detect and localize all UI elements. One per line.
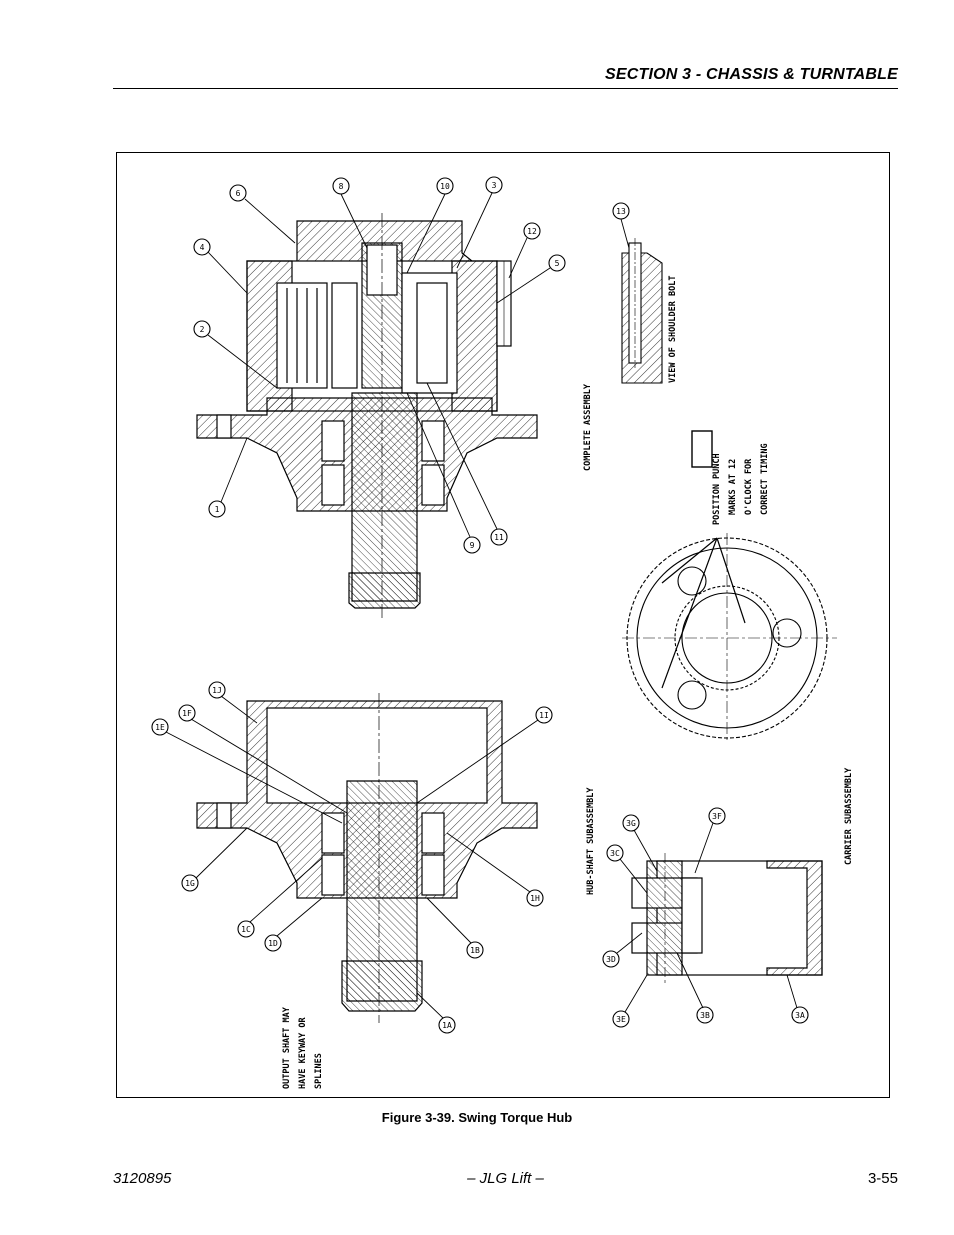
callout-1: 1 xyxy=(215,505,220,514)
swing-torque-hub-drawing: COMPLETE ASSEMBLY VIEW OF SHOULDER BOLT … xyxy=(151,176,854,1089)
callout-1H: 1H xyxy=(530,894,540,903)
callout-1A: 1A xyxy=(442,1021,452,1030)
page-header: SECTION 3 - CHASSIS & TURNTABLE xyxy=(113,64,898,89)
section-title: SECTION 3 - CHASSIS & TURNTABLE xyxy=(604,66,898,83)
note-output-shaft-2: HAVE KEYWAY OR xyxy=(298,1016,308,1089)
note-position-punch-1: POSITION PUNCH xyxy=(712,453,722,525)
note-complete-assembly: COMPLETE ASSEMBLY xyxy=(583,383,593,471)
callout-3A: 3A xyxy=(795,1011,805,1020)
doc-number: 3120895 xyxy=(113,1170,172,1187)
callout-4: 4 xyxy=(200,243,205,252)
callout-12: 12 xyxy=(527,227,537,236)
note-view-shoulder-bolt: VIEW OF SHOULDER BOLT xyxy=(668,276,678,383)
note-hub-shaft: HUB-SHAFT SUBASSEMBLY xyxy=(586,787,596,895)
callout-3E: 3E xyxy=(616,1015,626,1024)
callout-circles xyxy=(151,176,809,1034)
complete-assembly-view xyxy=(196,213,538,618)
callout-3: 3 xyxy=(492,181,497,190)
carrier-timing-view xyxy=(622,430,837,743)
callout-10: 10 xyxy=(440,182,450,191)
callout-8: 8 xyxy=(339,182,344,191)
callout-3G: 3G xyxy=(626,819,636,828)
figure-caption: Figure 3-39. Swing Torque Hub xyxy=(381,1110,573,1125)
callout-3F: 3F xyxy=(712,812,722,821)
callout-3D: 3D xyxy=(606,955,616,964)
callout-1E: 1E xyxy=(155,723,165,732)
callout-1J: 1J xyxy=(212,686,222,695)
callout-1B: 1B xyxy=(470,946,480,955)
callout-9: 9 xyxy=(470,541,475,550)
carrier-subassembly-view xyxy=(631,853,823,983)
callout-3B: 3B xyxy=(700,1011,710,1020)
figure-frame: COMPLETE ASSEMBLY VIEW OF SHOULDER BOLT … xyxy=(116,152,890,1098)
shoulder-bolt-view xyxy=(621,238,663,384)
page-footer: 3120895 – JLG Lift – 3-55 xyxy=(113,1170,898,1190)
note-position-punch-2: MARKS AT 12 xyxy=(728,459,738,515)
callout-1C: 1C xyxy=(241,925,251,934)
callout-3C: 3C xyxy=(610,849,620,858)
callout-leaders xyxy=(165,192,798,1019)
callout-labels: 6 8 10 3 12 5 4 2 1 9 11 13 1J 1F 1E 1I … xyxy=(155,181,805,1030)
note-position-punch-3: O'CLOCK FOR xyxy=(744,458,754,515)
note-position-punch-4: CORRECT TIMING xyxy=(760,443,770,515)
footer-brand: – JLG Lift – xyxy=(467,1170,544,1187)
callout-13: 13 xyxy=(616,207,626,216)
callout-1G: 1G xyxy=(185,879,195,888)
note-carrier: CARRIER SUBASSEMBLY xyxy=(844,767,854,865)
page-number: 3-55 xyxy=(867,1170,898,1187)
callout-11: 11 xyxy=(494,533,504,542)
callout-1F: 1F xyxy=(182,709,192,718)
callout-1I: 1I xyxy=(539,711,549,720)
callout-2: 2 xyxy=(200,325,205,334)
callout-6: 6 xyxy=(236,189,241,198)
note-output-shaft-1: OUTPUT SHAFT MAY xyxy=(282,1006,292,1089)
hub-shaft-subassembly-view xyxy=(196,693,538,1023)
note-output-shaft-3: SPLINES xyxy=(314,1053,324,1089)
callout-5: 5 xyxy=(555,259,560,268)
callout-1D: 1D xyxy=(268,939,278,948)
